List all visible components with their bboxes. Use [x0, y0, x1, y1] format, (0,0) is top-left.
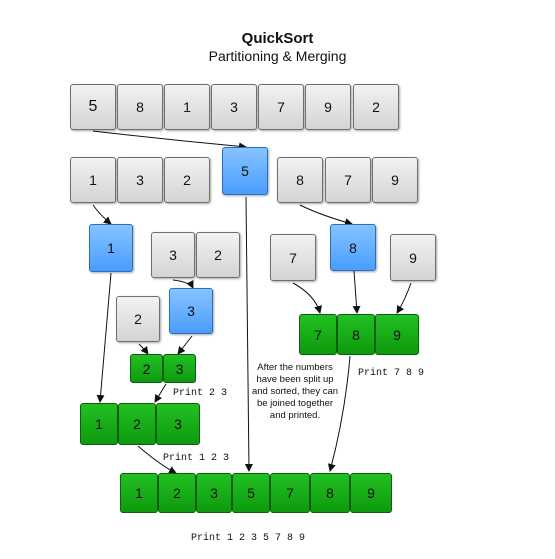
- arrow-pivot-to-final: [244, 196, 253, 472]
- right-partition-cell: 7: [325, 157, 371, 203]
- final-cell: 7: [270, 473, 310, 513]
- left-rest-cell: 3: [151, 232, 195, 278]
- arrow-rest-to-pivot-3: [172, 279, 194, 289]
- left-sub-pivot-cell: 3: [169, 288, 213, 334]
- arrow-3-to-merged: [177, 335, 193, 355]
- arrow-left-to-pivot-1: [92, 204, 112, 225]
- left-sub-lower-cell: 2: [116, 296, 160, 342]
- arrow-7-to-merged: [292, 282, 322, 314]
- final-cell: 5: [232, 473, 270, 513]
- left-merged-cell: 3: [156, 403, 200, 445]
- input-cell: 8: [117, 84, 163, 130]
- print-123-label: Print 1 2 3: [163, 453, 230, 464]
- right-merged-cell: 8: [337, 314, 375, 355]
- print-23-label: Print 2 3: [173, 388, 228, 399]
- final-cell: 9: [350, 473, 392, 513]
- print-789-label: Print 7 8 9: [358, 368, 425, 379]
- pivot-cell: 5: [222, 147, 268, 195]
- explanation-note: After the numbers have been split up and…: [251, 362, 339, 421]
- right-partition-cell: 8: [277, 157, 323, 203]
- arrow-input-to-pivot: [92, 130, 247, 151]
- right-partition-cell: 9: [372, 157, 418, 203]
- left-partition-cell: 2: [164, 157, 210, 203]
- arrow-right-to-8: [299, 204, 353, 226]
- arrow-9-to-merged: [396, 282, 412, 314]
- input-cell: 3: [211, 84, 257, 130]
- input-cell: 9: [305, 84, 351, 130]
- arrow-2-to-merged: [138, 343, 149, 355]
- left-pivot-cell: 1: [89, 224, 133, 272]
- left-merged-cell: 2: [118, 403, 156, 445]
- arrow-8-to-merged: [352, 270, 361, 314]
- input-cell: 1: [164, 84, 210, 130]
- arrow-23-down: [154, 383, 167, 403]
- final-cell: 3: [196, 473, 232, 513]
- left-rest-cell: 2: [196, 232, 240, 278]
- final-cell: 1: [120, 473, 158, 513]
- left-sub-merged-cell: 2: [130, 354, 163, 383]
- right-pivot-cell: 8: [330, 224, 376, 271]
- right-upper-cell: 9: [390, 234, 436, 281]
- final-cell: 2: [158, 473, 196, 513]
- arrow-1-down: [96, 272, 112, 403]
- left-partition-cell: 3: [117, 157, 163, 203]
- arrow-789-to-final: [327, 355, 351, 472]
- input-cell: 2: [353, 84, 399, 130]
- diagram-subtitle: Partitioning & Merging: [208, 48, 347, 64]
- input-cell: 7: [258, 84, 304, 130]
- input-cell: 5: [70, 84, 116, 130]
- final-cell: 8: [310, 473, 350, 513]
- left-merged-cell: 1: [80, 403, 118, 445]
- right-merged-cell: 7: [299, 314, 337, 355]
- arrow-123-to-final: [137, 445, 177, 474]
- print-all-label: Print 1 2 3 5 7 8 9: [191, 533, 306, 544]
- right-lower-cell: 7: [270, 234, 316, 281]
- left-sub-merged-cell: 3: [163, 354, 196, 383]
- left-partition-cell: 1: [70, 157, 116, 203]
- right-merged-cell: 9: [375, 314, 419, 355]
- diagram-title: QuickSort: [241, 30, 314, 47]
